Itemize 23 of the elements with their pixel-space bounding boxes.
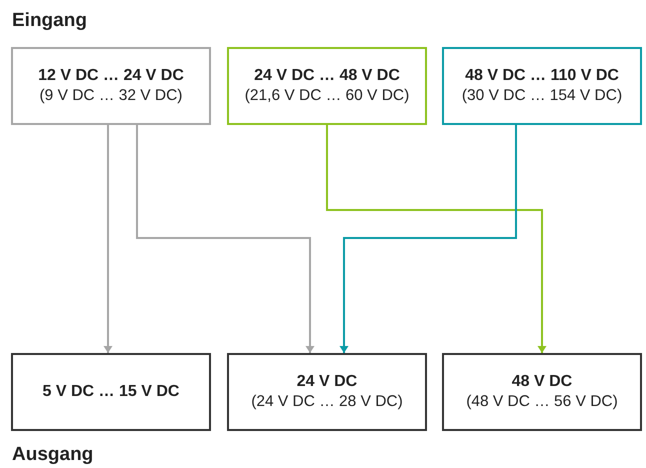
voltage-range: 48 V DC (512, 372, 572, 392)
arrow (136, 125, 314, 353)
voltage-range: 24 V DC (296, 372, 358, 392)
tolerance-range: (9 V DC … 32 V DC) (40, 86, 182, 106)
voltage-box (442, 353, 642, 431)
arrow (340, 125, 517, 353)
section-heading: Ausgang (12, 443, 94, 467)
section-heading: Eingang (12, 9, 87, 33)
voltage-box (11, 353, 211, 431)
voltage-box (442, 47, 642, 125)
tolerance-range: (48 V DC … 56 V DC) (466, 392, 618, 412)
tolerance-range: (24 V DC … 28 V DC) (251, 392, 403, 412)
voltage-range: 48 V DC … 110 V DC (465, 66, 619, 86)
tolerance-range: (30 V DC … 154 V DC) (462, 86, 622, 106)
tolerance-range: (21,6 V DC … 60 V DC) (244, 86, 410, 106)
voltage-box (227, 47, 427, 125)
arrow (326, 125, 546, 353)
voltage-range: 24 V DC … 48 V DC (254, 66, 400, 86)
arrow (104, 125, 112, 353)
voltage-box (227, 353, 427, 431)
voltage-box (11, 47, 211, 125)
voltage-range: 5 V DC … 15 V DC (42, 382, 180, 402)
voltage-range: 12 V DC … 24 V DC (38, 66, 184, 86)
